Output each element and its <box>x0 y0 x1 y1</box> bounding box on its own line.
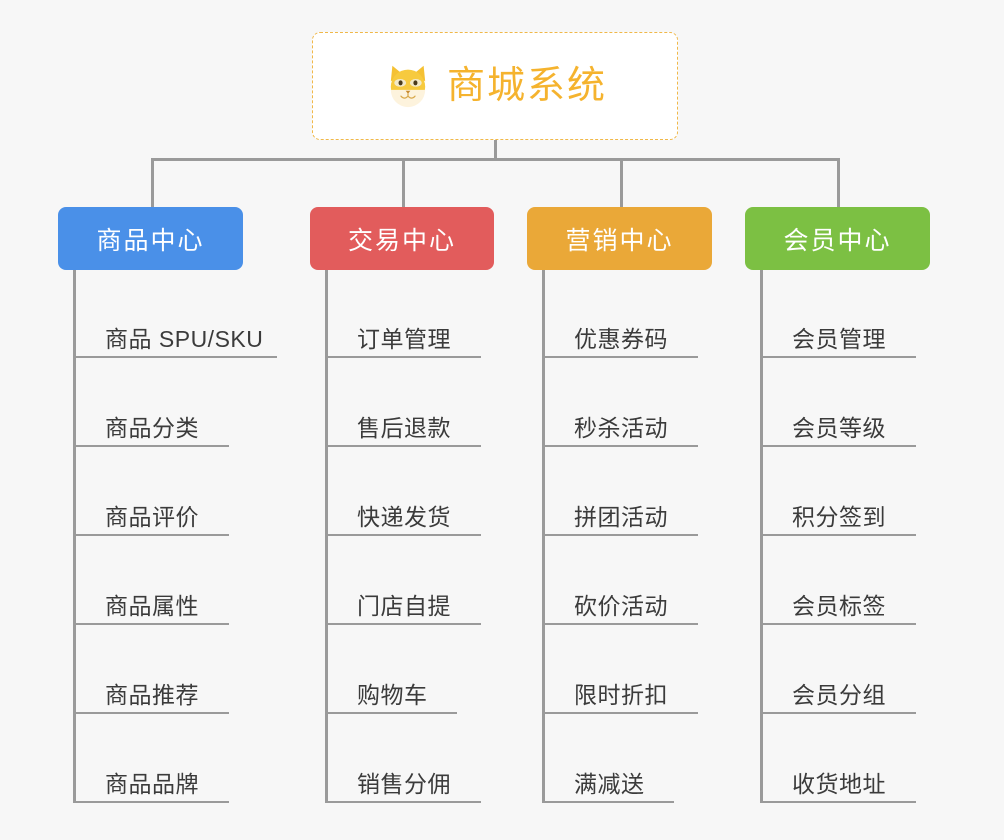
shiba-dog-icon <box>390 65 426 108</box>
category-label: 会员中心 <box>783 226 892 255</box>
leaf-label: 商品品牌 <box>105 771 199 797</box>
leaf-item[interactable]: 商品评价 <box>73 490 229 536</box>
category-box-member-center[interactable]: 会员中心 <box>745 207 930 270</box>
leaf-item[interactable]: 满减送 <box>542 757 674 803</box>
leaf-item[interactable]: 限时折扣 <box>542 668 698 714</box>
leaf-item[interactable]: 快递发货 <box>325 490 481 536</box>
leaf-label: 积分签到 <box>792 504 886 530</box>
category-label: 营销中心 <box>565 226 674 255</box>
root-title: 商城系统 <box>446 65 607 107</box>
leaf-item[interactable]: 商品分类 <box>73 401 229 447</box>
category-box-product-center[interactable]: 商品中心 <box>58 207 243 270</box>
leaf-label: 限时折扣 <box>574 682 668 708</box>
drop-connector-2 <box>402 158 405 213</box>
leaf-label: 会员分组 <box>792 682 886 708</box>
category-label: 商品中心 <box>96 226 205 255</box>
leaf-label: 砍价活动 <box>574 593 668 619</box>
leaf-item[interactable]: 销售分佣 <box>325 757 481 803</box>
category-box-trade-center[interactable]: 交易中心 <box>310 207 494 270</box>
leaf-item[interactable]: 收货地址 <box>760 757 916 803</box>
drop-connector-4 <box>837 158 840 213</box>
leaf-item[interactable]: 优惠券码 <box>542 312 698 358</box>
leaf-label: 优惠券码 <box>574 326 668 352</box>
leaf-label: 满减送 <box>574 771 645 797</box>
leaf-item[interactable]: 会员管理 <box>760 312 916 358</box>
leaf-item[interactable]: 会员等级 <box>760 401 916 447</box>
category-bus-connector <box>152 158 839 161</box>
leaf-label: 拼团活动 <box>574 504 668 530</box>
leaf-item[interactable]: 门店自提 <box>325 579 481 625</box>
root-stem-connector <box>494 140 497 160</box>
leaf-item[interactable]: 商品品牌 <box>73 757 229 803</box>
leaf-item[interactable]: 拼团活动 <box>542 490 698 536</box>
leaf-item[interactable]: 商品 SPU/SKU <box>73 312 277 358</box>
leaf-label: 收货地址 <box>792 771 886 797</box>
leaf-label: 商品评价 <box>105 504 199 530</box>
leaf-item[interactable]: 售后退款 <box>325 401 481 447</box>
root-node[interactable]: 商城系统 <box>312 32 678 140</box>
leaf-label: 商品 SPU/SKU <box>105 326 264 352</box>
leaf-label: 订单管理 <box>357 326 451 352</box>
leaf-item[interactable]: 会员分组 <box>760 668 916 714</box>
category-label: 交易中心 <box>347 226 456 255</box>
leaf-label: 销售分佣 <box>357 771 451 797</box>
drop-connector-1 <box>151 158 154 213</box>
leaf-label: 商品属性 <box>105 593 199 619</box>
leaf-label: 购物车 <box>357 682 428 708</box>
category-box-marketing-center[interactable]: 营销中心 <box>527 207 712 270</box>
leaf-item[interactable]: 商品属性 <box>73 579 229 625</box>
leaf-label: 门店自提 <box>357 593 451 619</box>
leaf-item[interactable]: 秒杀活动 <box>542 401 698 447</box>
leaf-label: 售后退款 <box>357 415 451 441</box>
leaf-label: 会员标签 <box>792 593 886 619</box>
leaf-item[interactable]: 商品推荐 <box>73 668 229 714</box>
leaf-label: 会员等级 <box>792 415 886 441</box>
leaf-label: 商品分类 <box>105 415 199 441</box>
leaf-label: 会员管理 <box>792 326 886 352</box>
leaf-item[interactable]: 积分签到 <box>760 490 916 536</box>
leaf-label: 秒杀活动 <box>574 415 668 441</box>
leaf-item[interactable]: 购物车 <box>325 668 457 714</box>
leaf-label: 快递发货 <box>357 504 451 530</box>
leaf-item[interactable]: 砍价活动 <box>542 579 698 625</box>
leaf-item[interactable]: 会员标签 <box>760 579 916 625</box>
leaf-label: 商品推荐 <box>105 682 199 708</box>
drop-connector-3 <box>620 158 623 213</box>
leaf-item[interactable]: 订单管理 <box>325 312 481 358</box>
